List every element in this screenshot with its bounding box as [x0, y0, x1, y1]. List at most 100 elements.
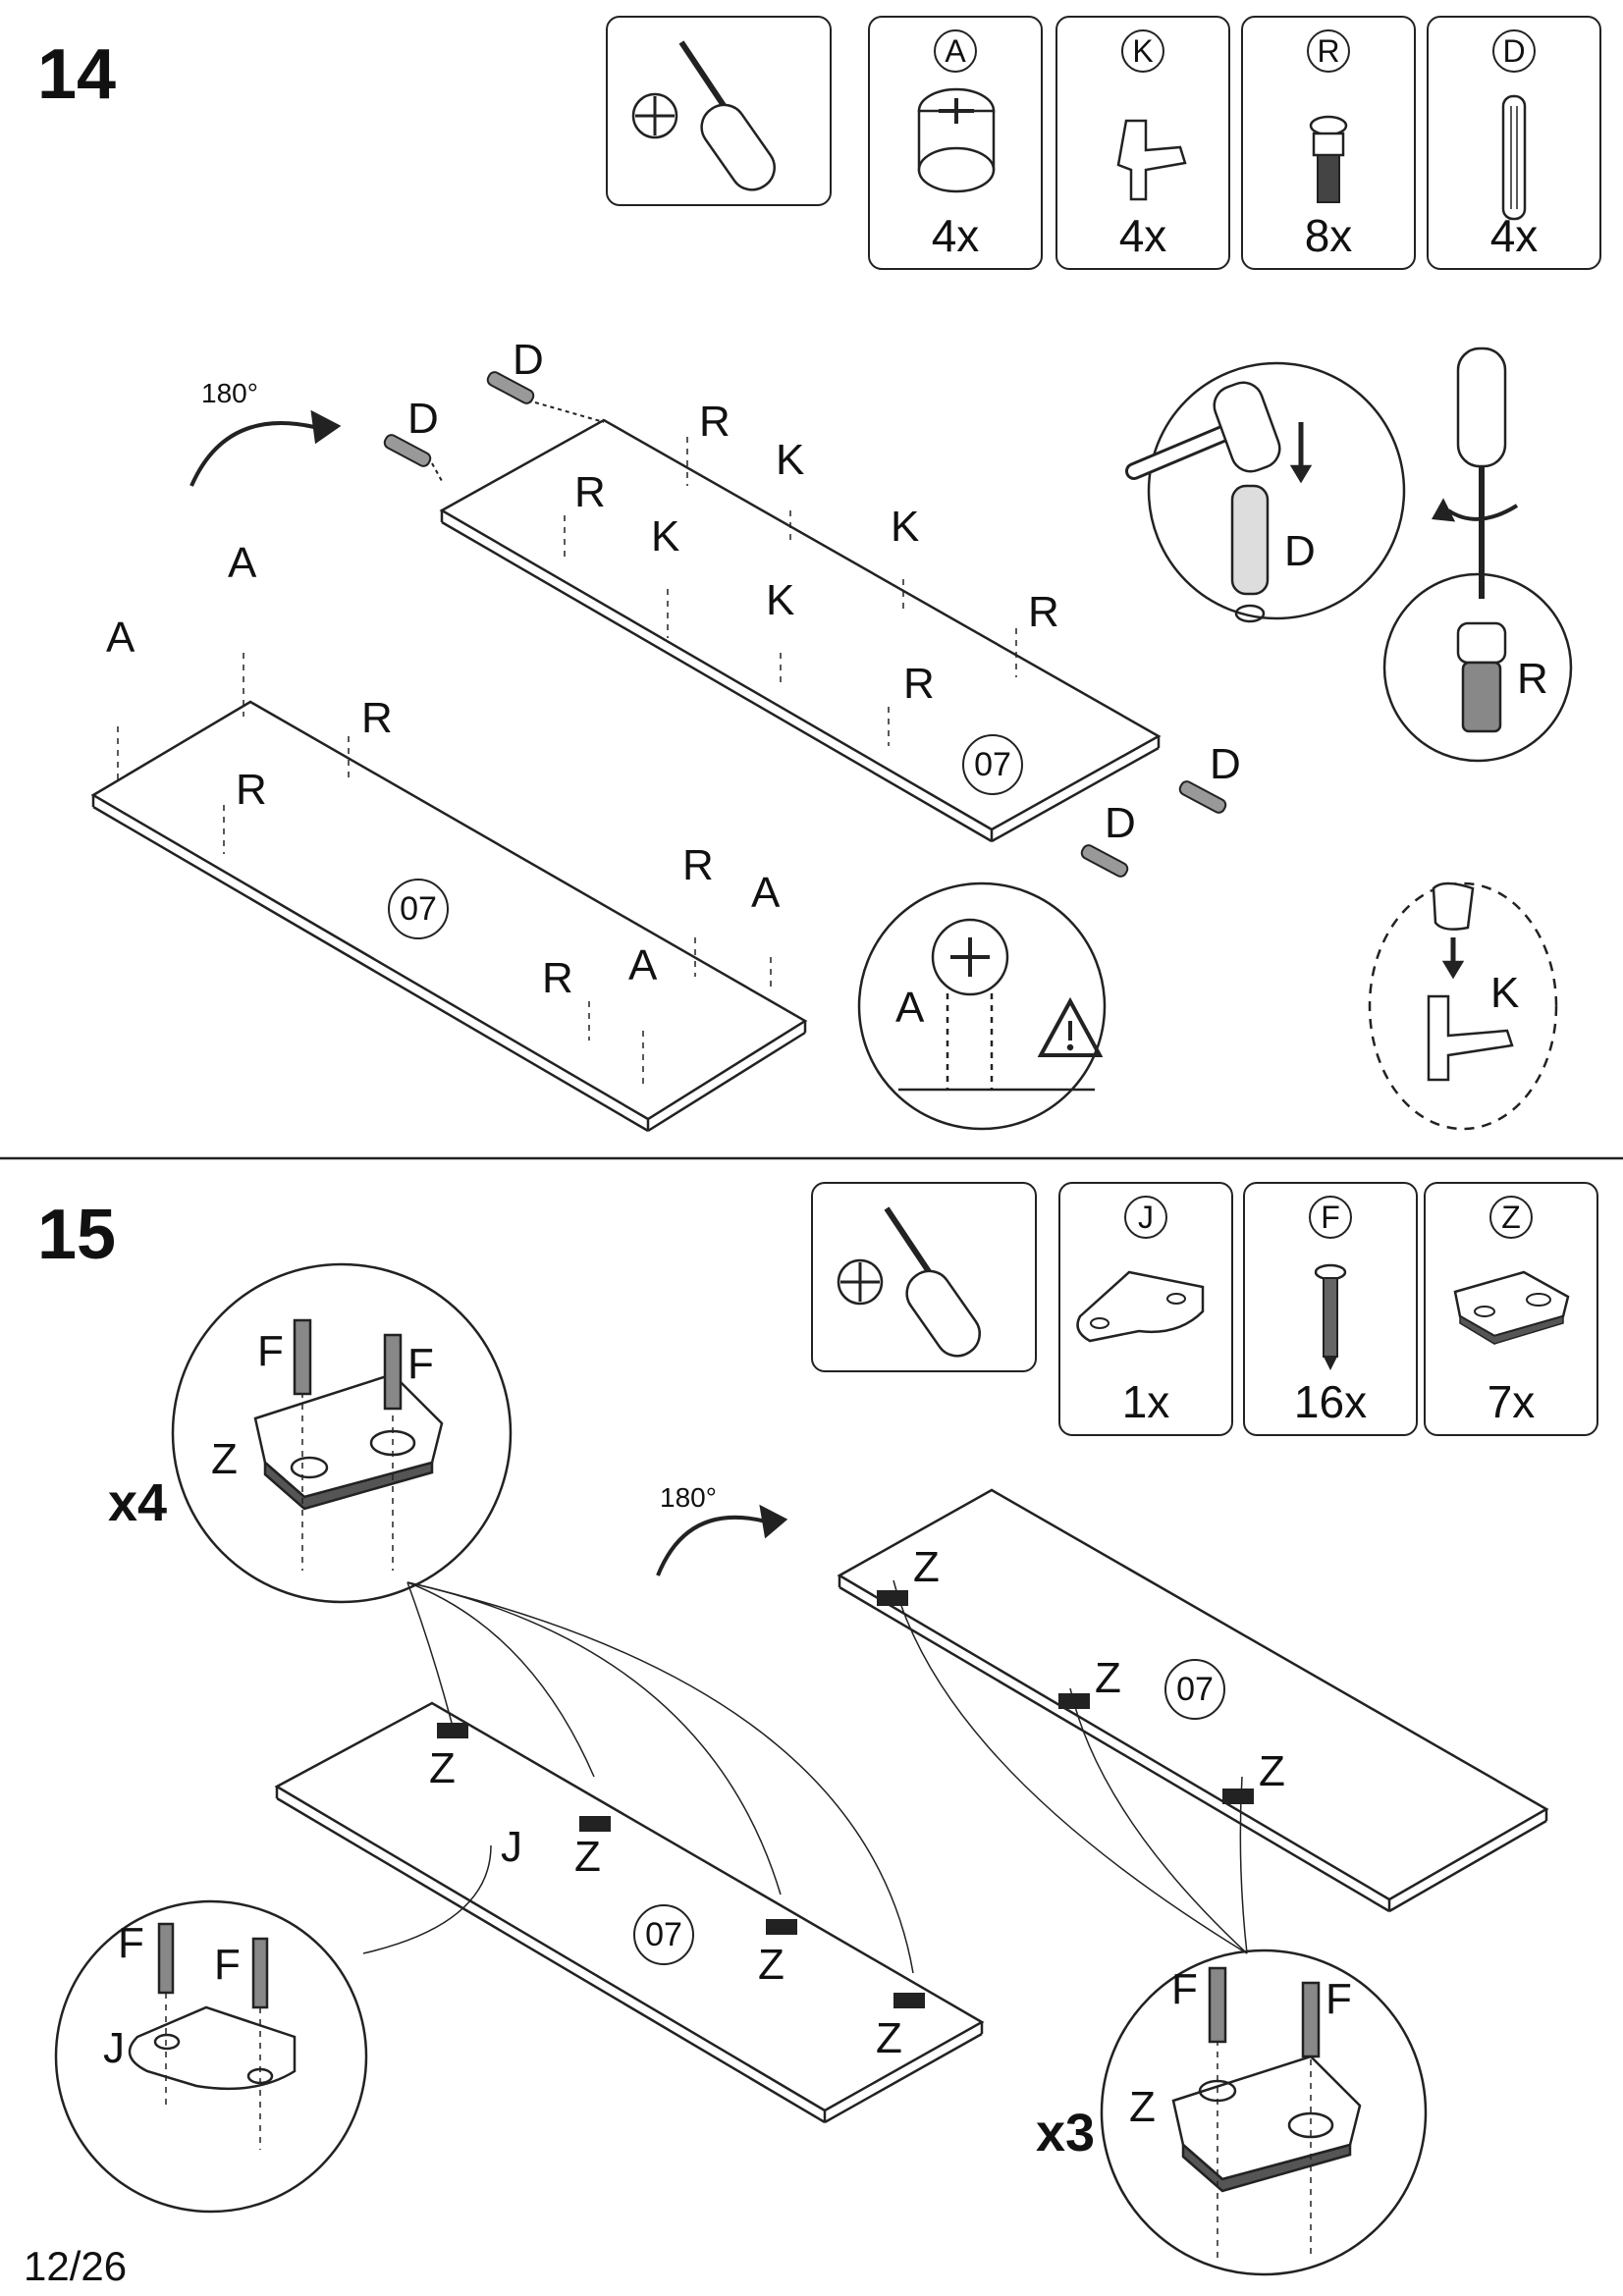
label-K: K	[776, 436, 805, 484]
part-qty-J: 1x	[1121, 1376, 1170, 1427]
label-J: J	[501, 1823, 522, 1871]
multiplier-x4: x4	[108, 1473, 168, 1532]
rotate-arrow-15	[656, 1515, 767, 1576]
panel-07-left	[274, 1701, 985, 2124]
label-Z: Z	[876, 2014, 902, 2062]
rail-bracket-icon	[1076, 1270, 1205, 1343]
detail-circle-hinge-x3	[1100, 1949, 1428, 2276]
label-K: K	[766, 576, 795, 624]
warning-icon	[1037, 996, 1104, 1057]
part-box-Z: Z 7x	[1424, 1182, 1598, 1436]
label-D: D	[1284, 527, 1316, 575]
part-box-J: J 1x	[1058, 1182, 1233, 1436]
part-box-R: R 8x	[1241, 16, 1416, 270]
page-number: 12/26	[24, 2243, 128, 2289]
guide-lines	[117, 437, 1017, 1085]
label-R: R	[682, 841, 714, 889]
step-number-15: 15	[37, 1196, 117, 1274]
label-D: D	[513, 336, 544, 384]
label-R: R	[236, 766, 267, 814]
label-F: F	[1171, 1965, 1198, 2013]
hinge-plate-detail-left	[253, 1318, 444, 1571]
label-A: A	[106, 614, 135, 662]
panel-number-lower: 07	[388, 879, 449, 939]
part-letter-F: F	[1309, 1196, 1352, 1239]
label-D: D	[407, 395, 439, 443]
label-A: A	[895, 984, 925, 1032]
label-R: R	[574, 468, 606, 516]
detail-circle-shelf-pin	[1368, 881, 1558, 1131]
label-Z: Z	[429, 1744, 456, 1792]
panel-number-right: 07	[1164, 1659, 1225, 1720]
cam-bolt-icon	[1309, 115, 1348, 203]
label-Z: Z	[913, 1543, 940, 1591]
label-D: D	[1105, 799, 1136, 847]
tool-box-screwdriver-14	[606, 16, 832, 206]
label-Z: Z	[211, 1435, 238, 1483]
screwdriver-icon-14	[1431, 347, 1519, 733]
part-box-A: A 4x	[868, 16, 1043, 270]
rotate-label-14: 180°	[201, 378, 258, 408]
step-number-14: 14	[37, 35, 117, 114]
detail-circle-screwdriver	[1382, 572, 1573, 763]
phillips-screwdriver-icon	[837, 1206, 981, 1358]
label-F: F	[118, 1919, 144, 1967]
label-Z: Z	[1129, 2083, 1156, 2131]
detail-circle-bracket	[54, 1899, 368, 2214]
label-Z: Z	[1095, 1654, 1121, 1702]
label-R: R	[699, 398, 730, 446]
tool-box-screwdriver-15	[811, 1182, 1037, 1372]
part-letter-D: D	[1492, 29, 1536, 73]
part-qty-F: 16x	[1293, 1376, 1368, 1427]
hammer-icon	[1125, 381, 1313, 623]
shelf-support-icon	[1116, 119, 1187, 201]
phillips-screwdriver-icon	[631, 40, 776, 191]
wooden-dowel-icon	[1501, 94, 1527, 221]
detail-circle-warning	[857, 881, 1107, 1131]
part-box-K: K 4x	[1055, 16, 1230, 270]
label-A: A	[228, 539, 257, 587]
warning-detail	[898, 918, 1104, 1092]
part-letter-K: K	[1121, 29, 1164, 73]
label-Z: Z	[758, 1941, 784, 1989]
label-R: R	[361, 694, 393, 742]
label-A: A	[751, 869, 781, 917]
part-qty-Z: 7x	[1487, 1376, 1536, 1427]
label-F: F	[214, 1941, 241, 1989]
panel-07-upper	[439, 418, 1162, 843]
rail-bracket-detail	[128, 1922, 297, 2150]
part-qty-R: 8x	[1304, 210, 1353, 261]
label-K: K	[891, 503, 920, 551]
label-K: K	[1490, 969, 1520, 1017]
label-A: A	[628, 941, 658, 989]
hinge-markers	[437, 1590, 1254, 2008]
hinge-plate-icon	[1453, 1270, 1570, 1345]
label-F: F	[407, 1340, 434, 1388]
dowel-group	[383, 371, 1227, 878]
rotate-label-15: 180°	[660, 1482, 717, 1513]
label-J: J	[103, 2024, 125, 2072]
panel-number-left: 07	[633, 1904, 694, 1965]
part-letter-A: A	[934, 29, 977, 73]
label-Z: Z	[574, 1833, 601, 1881]
detail-circle-hammer	[1147, 361, 1406, 620]
label-R: R	[542, 954, 573, 1002]
part-letter-R: R	[1307, 29, 1350, 73]
label-F: F	[1325, 1975, 1352, 2023]
part-box-D: D 4x	[1427, 16, 1601, 270]
hinge-plate-detail-right	[1171, 1966, 1362, 2258]
rotate-arrow-14	[189, 421, 315, 487]
part-qty-K: 4x	[1118, 210, 1167, 261]
label-F: F	[257, 1327, 284, 1375]
label-R: R	[1028, 588, 1059, 636]
leader-lines	[362, 1579, 1248, 1974]
detail-circle-hinge-x4	[171, 1262, 513, 1604]
part-box-F: F 16x	[1243, 1182, 1418, 1436]
label-R: R	[903, 660, 935, 708]
label-K: K	[651, 512, 680, 561]
label-D: D	[1210, 740, 1241, 788]
screw-icon	[1314, 1263, 1347, 1370]
cam-lock-icon	[917, 87, 996, 193]
part-letter-J: J	[1124, 1196, 1167, 1239]
